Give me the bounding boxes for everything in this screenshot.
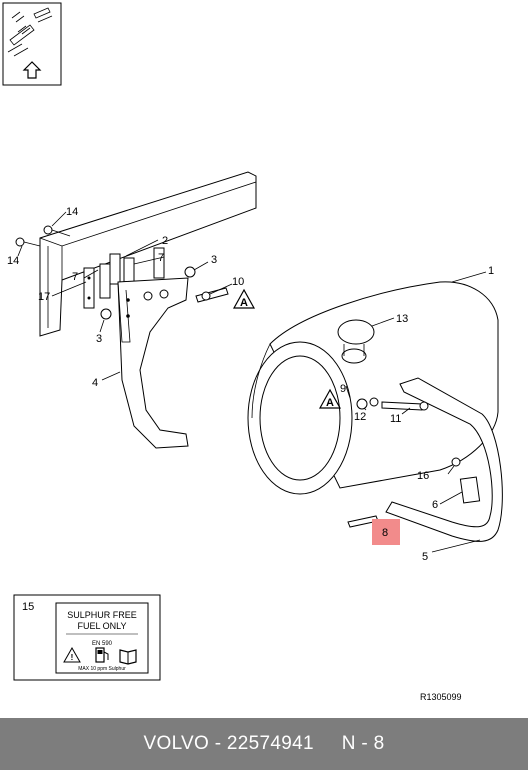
callout-10: 10 xyxy=(232,276,244,288)
arrow-up-icon xyxy=(22,61,42,79)
warning-triangle-icon: A xyxy=(318,388,342,409)
warning-icon-glyph: ! xyxy=(71,653,74,662)
callout-7: 7 xyxy=(72,271,78,283)
callout-8: 8 xyxy=(382,527,388,539)
nut-12 xyxy=(356,398,368,410)
callout-5: 5 xyxy=(422,551,428,563)
bolt-14-lower xyxy=(15,237,41,247)
callout-6: 6 xyxy=(432,499,438,511)
callout-7: 7 xyxy=(158,252,164,264)
stud-10 xyxy=(195,287,229,303)
part-number-footer: VOLVO - 22574941 N - 8 xyxy=(0,718,528,770)
footer-spacer xyxy=(314,733,342,755)
nut-3-lower xyxy=(100,308,112,320)
decal-line-1: SULPHUR FREE xyxy=(67,610,137,620)
fuel-tank-1 xyxy=(247,281,499,495)
fuel-pump-icon xyxy=(95,647,109,663)
footer-position: N - 8 xyxy=(341,733,385,754)
nut-3-upper xyxy=(184,266,196,278)
chassis-frame-rail xyxy=(39,171,257,337)
callout-15: 15 xyxy=(22,601,34,613)
callout-17: 17 xyxy=(38,291,50,303)
callout-11: 11 xyxy=(390,413,401,425)
rubber-strip-6 xyxy=(459,476,481,504)
bracket-plate-17 xyxy=(83,267,95,309)
callout-12: 12 xyxy=(354,411,366,423)
callout-14: 14 xyxy=(66,206,78,218)
callout-3: 3 xyxy=(211,254,217,266)
decal-max-text: MAX 10 ppm Sulphur xyxy=(78,666,126,672)
warning-triangle-icon: A xyxy=(232,288,256,309)
callout-1: 1 xyxy=(488,265,494,277)
exploded-parts-diagram: A A 14 14 2 7 7 17 3 3 10 4 1 13 9 12 11… xyxy=(2,2,503,702)
callout-14: 14 xyxy=(7,255,19,267)
leader-lines xyxy=(17,211,487,553)
callout-3: 3 xyxy=(96,333,102,345)
callout-16: 16 xyxy=(417,470,429,482)
footer-separator: - xyxy=(214,733,222,754)
decal-panel-15: 15 SULPHUR FREE FUEL ONLY EN 590 ! MAX 1… xyxy=(13,594,161,681)
bolt-11 xyxy=(381,401,429,411)
manual-book-icon xyxy=(119,649,137,665)
tank-strap-5 xyxy=(385,377,503,542)
callout-9: 9 xyxy=(340,383,346,395)
tank-bracket-4 xyxy=(117,277,189,449)
bracket-plate-2 xyxy=(109,247,165,285)
bolt-14-upper xyxy=(43,225,71,237)
washer-12 xyxy=(369,397,379,407)
nut-16 xyxy=(451,457,461,467)
decal-standard: EN 590 xyxy=(92,641,113,647)
view-indicator-thumbnail xyxy=(2,2,62,86)
callout-4: 4 xyxy=(92,377,98,389)
drawing-reference: R1305099 xyxy=(420,692,462,702)
callout-2: 2 xyxy=(162,235,168,247)
footer-brand: VOLVO xyxy=(143,733,210,754)
filler-cap-13 xyxy=(337,319,375,364)
highlight-part-8 xyxy=(372,519,400,545)
warning-glyph: A xyxy=(240,297,248,309)
callout-13: 13 xyxy=(396,313,408,325)
warning-icon: ! xyxy=(63,646,81,663)
decal-line-2: FUEL ONLY xyxy=(77,621,126,631)
warning-glyph: A xyxy=(326,397,334,409)
footer-part-number: 22574941 xyxy=(226,733,314,754)
